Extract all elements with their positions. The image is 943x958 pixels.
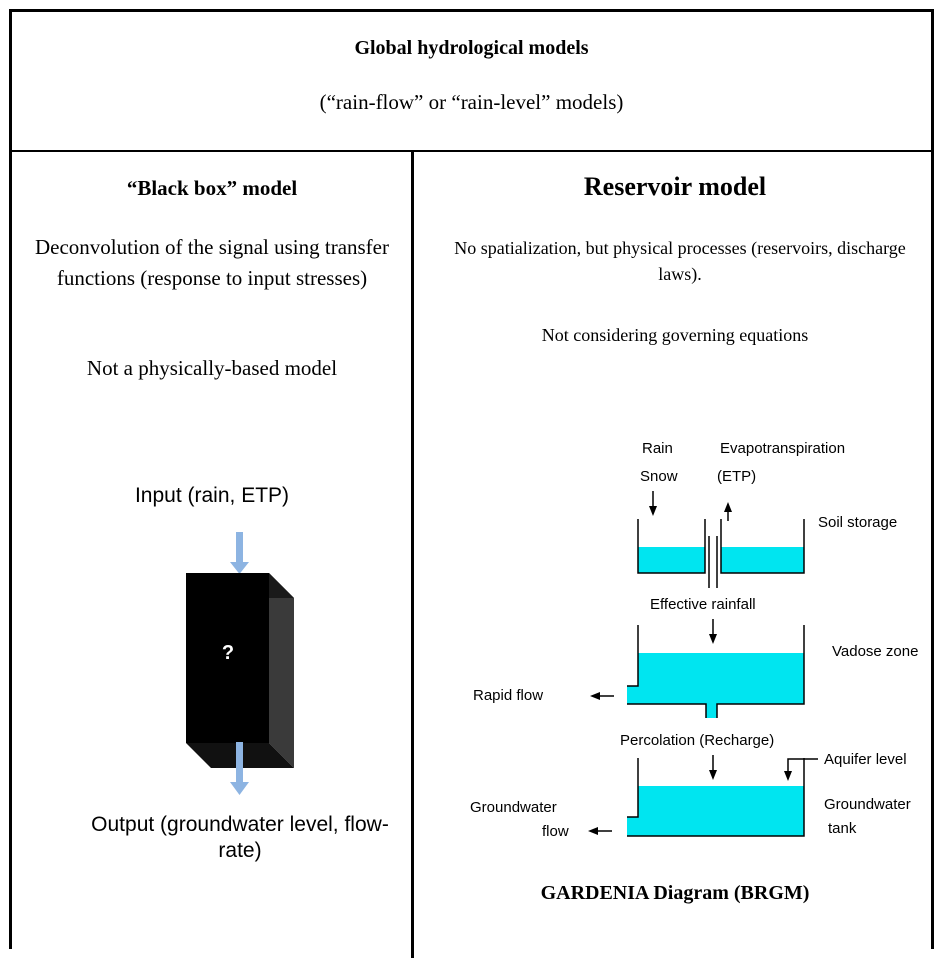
input-arrow-icon: [230, 532, 249, 574]
groundwater-tank-label-line2: tank: [828, 820, 857, 837]
output-arrow-icon: [230, 742, 249, 795]
rain-label: Rain: [642, 440, 673, 457]
reservoir-description: No spatialization, but physical processe…: [454, 238, 906, 284]
gardenia-diagram: Rain Snow Evapotranspiration (ETP) Soil …: [470, 440, 918, 840]
vadose-zone-label: Vadose zone: [832, 643, 918, 660]
snow-label: Snow: [640, 468, 678, 485]
gardenia-caption: GARDENIA Diagram (BRGM): [540, 882, 810, 904]
etp-arrow-icon: [724, 502, 732, 521]
evapotranspiration-label: Evapotranspiration: [720, 440, 845, 457]
black-box-figure: ?: [186, 532, 294, 795]
groundwater-flow-label-line1: Groundwater: [470, 799, 557, 816]
black-box-description: Deconvolution of the signal using transf…: [34, 235, 389, 290]
groundwater-flow-arrow-icon: [588, 827, 612, 835]
rain-arrow-icon: [649, 491, 657, 516]
groundwater-tank-label-line1: Groundwater: [824, 796, 911, 813]
black-box-output-label: Output (groundwater level, flow-rate): [91, 813, 389, 862]
etp-label: (ETP): [717, 468, 756, 485]
black-box-note: Not a physically-based model: [86, 356, 338, 380]
rapid-flow-arrow-icon: [590, 692, 614, 700]
rapid-flow-label: Rapid flow: [473, 687, 543, 704]
effective-rainfall-arrow-icon: [709, 619, 717, 644]
soil-storage-label: Soil storage: [818, 514, 897, 531]
black-box-input-label: Input (rain, ETP): [134, 484, 290, 507]
reservoir-heading: Reservoir model: [583, 172, 767, 201]
percolation-arrow-icon: [709, 755, 717, 780]
page-title: Global hydrological models: [354, 37, 589, 59]
aquifer-level-label: Aquifer level: [824, 751, 907, 768]
reservoir-note: Not considering governing equations: [541, 325, 809, 345]
page-subtitle: (“rain-flow” or “rain-level” models): [319, 90, 624, 114]
column-divider: [411, 151, 414, 958]
aquifer-level-pointer-icon: [784, 758, 818, 781]
black-box-symbol: ?: [222, 642, 234, 664]
effective-rainfall-label: Effective rainfall: [650, 596, 756, 613]
groundwater-tank: [627, 758, 805, 837]
black-box-heading: “Black box” model: [126, 176, 298, 200]
soil-storage-tank: [637, 519, 805, 588]
header-divider: [9, 150, 934, 152]
percolation-label: Percolation (Recharge): [620, 732, 774, 749]
vadose-zone-tank: [627, 625, 805, 718]
diagram-frame: [9, 9, 934, 949]
black-box-cube: [186, 573, 294, 768]
groundwater-flow-label-line2: flow: [542, 823, 569, 840]
